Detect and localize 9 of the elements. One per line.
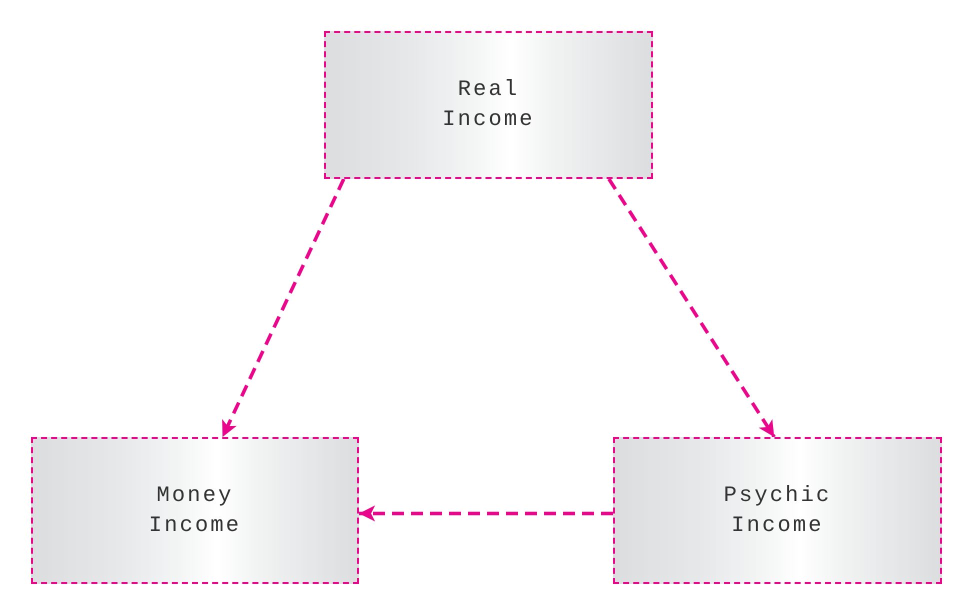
process-box: [324, 31, 653, 179]
arrow: [607, 178, 776, 438]
arrow: [359, 505, 613, 522]
box-label: Real Income: [442, 76, 535, 134]
box-label: Money Income: [148, 482, 242, 540]
process-box: [31, 437, 359, 584]
arrow: [220, 178, 346, 438]
box-label: Psychic Income: [724, 482, 832, 540]
process-box: [613, 437, 942, 584]
